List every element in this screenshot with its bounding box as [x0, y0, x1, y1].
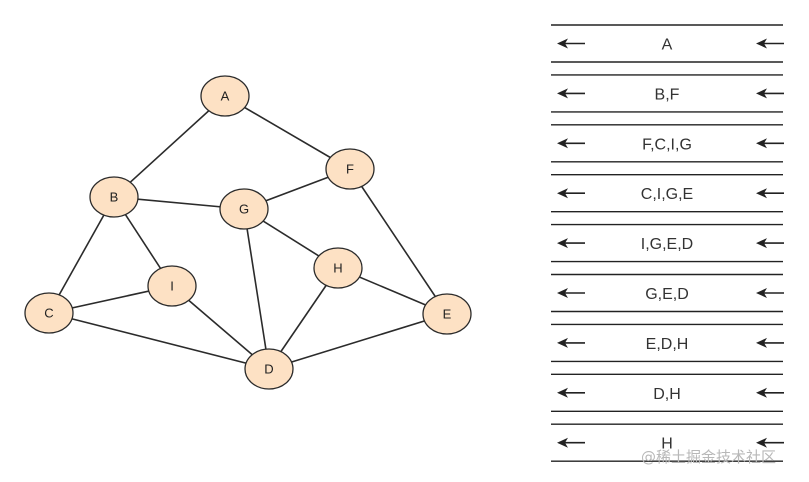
- node-circle: [422, 293, 472, 335]
- node-circle: [313, 247, 363, 289]
- node-a: A: [200, 75, 250, 117]
- dequeue-left-arrow-icon: [557, 337, 585, 348]
- queue-contents: A: [662, 37, 673, 54]
- node-label: G: [239, 202, 249, 217]
- bfs-queue: A B,F F,C,I,G C,I,G,E I,G,E,D G,E,D E,D,H D,H H: [551, 24, 784, 462]
- edge-c-d: [48, 312, 270, 370]
- node-label: H: [333, 261, 342, 276]
- node-circle: [325, 148, 375, 190]
- edge-a-b: [113, 95, 226, 198]
- node-h: H: [313, 247, 363, 289]
- node-d: D: [244, 348, 294, 390]
- node-label: F: [346, 162, 354, 177]
- edge-d-e: [268, 313, 448, 370]
- edge-b-c: [48, 196, 115, 314]
- queue-row: G,E,D: [551, 273, 784, 313]
- dequeue-left-arrow-icon: [557, 88, 585, 99]
- dequeue-left-arrow-icon: [557, 437, 585, 448]
- node-i: I: [147, 265, 197, 307]
- enqueue-left-arrow-icon: [756, 238, 784, 249]
- queue-row: E,D,H: [551, 323, 784, 363]
- queue-contents: F,C,I,G: [642, 136, 692, 153]
- node-label: D: [264, 362, 273, 377]
- queue-row: F,C,I,G: [551, 124, 784, 163]
- enqueue-left-arrow-icon: [756, 138, 784, 149]
- queue-contents: D,H: [653, 386, 681, 403]
- dequeue-left-arrow-icon: [557, 38, 585, 49]
- graph-nodes: A B F G C I H E D: [24, 75, 472, 390]
- node-f: F: [325, 148, 375, 190]
- node-label: E: [443, 307, 452, 322]
- queue-row: D,H: [551, 373, 784, 412]
- queue-contents: H: [661, 436, 673, 453]
- queue-row: C,I,G,E: [551, 173, 784, 213]
- dequeue-left-arrow-icon: [557, 138, 585, 149]
- graph-edges: [48, 95, 448, 370]
- queue-row: I,G,E,D: [551, 223, 784, 263]
- enqueue-left-arrow-icon: [756, 387, 784, 398]
- node-e: E: [422, 293, 472, 335]
- node-label: I: [170, 279, 174, 294]
- queue-contents: I,G,E,D: [641, 236, 693, 253]
- node-g: G: [219, 188, 269, 230]
- node-b: B: [89, 176, 139, 218]
- enqueue-left-arrow-icon: [756, 188, 784, 199]
- node-circle: [200, 75, 250, 117]
- node-c: C: [24, 292, 74, 334]
- node-circle: [219, 188, 269, 230]
- edge-f-e: [349, 168, 448, 315]
- queue-row: H: [551, 423, 784, 462]
- enqueue-left-arrow-icon: [756, 337, 784, 348]
- queue-row: A: [551, 24, 784, 63]
- node-label: B: [110, 190, 119, 205]
- node-circle: [89, 176, 139, 218]
- enqueue-left-arrow-icon: [756, 288, 784, 298]
- node-label: A: [221, 89, 230, 104]
- node-circle: [147, 265, 197, 307]
- queue-contents: E,D,H: [646, 336, 689, 353]
- queue-contents: G,E,D: [645, 286, 689, 303]
- enqueue-left-arrow-icon: [756, 88, 784, 99]
- dequeue-left-arrow-icon: [557, 238, 585, 249]
- edge-a-f: [224, 95, 351, 170]
- node-circle: [244, 348, 294, 390]
- dequeue-left-arrow-icon: [557, 387, 585, 398]
- queue-contents: C,I,G,E: [641, 186, 693, 203]
- node-circle: [24, 292, 74, 334]
- dequeue-left-arrow-icon: [557, 188, 585, 199]
- edge-g-d: [243, 208, 270, 370]
- enqueue-left-arrow-icon: [756, 38, 784, 49]
- queue-row: B,F: [551, 74, 784, 113]
- enqueue-left-arrow-icon: [756, 437, 784, 448]
- queue-contents: B,F: [655, 86, 680, 103]
- dequeue-left-arrow-icon: [557, 288, 585, 298]
- watermark: @稀土掘金技术社区: [641, 448, 776, 466]
- node-label: C: [44, 306, 53, 321]
